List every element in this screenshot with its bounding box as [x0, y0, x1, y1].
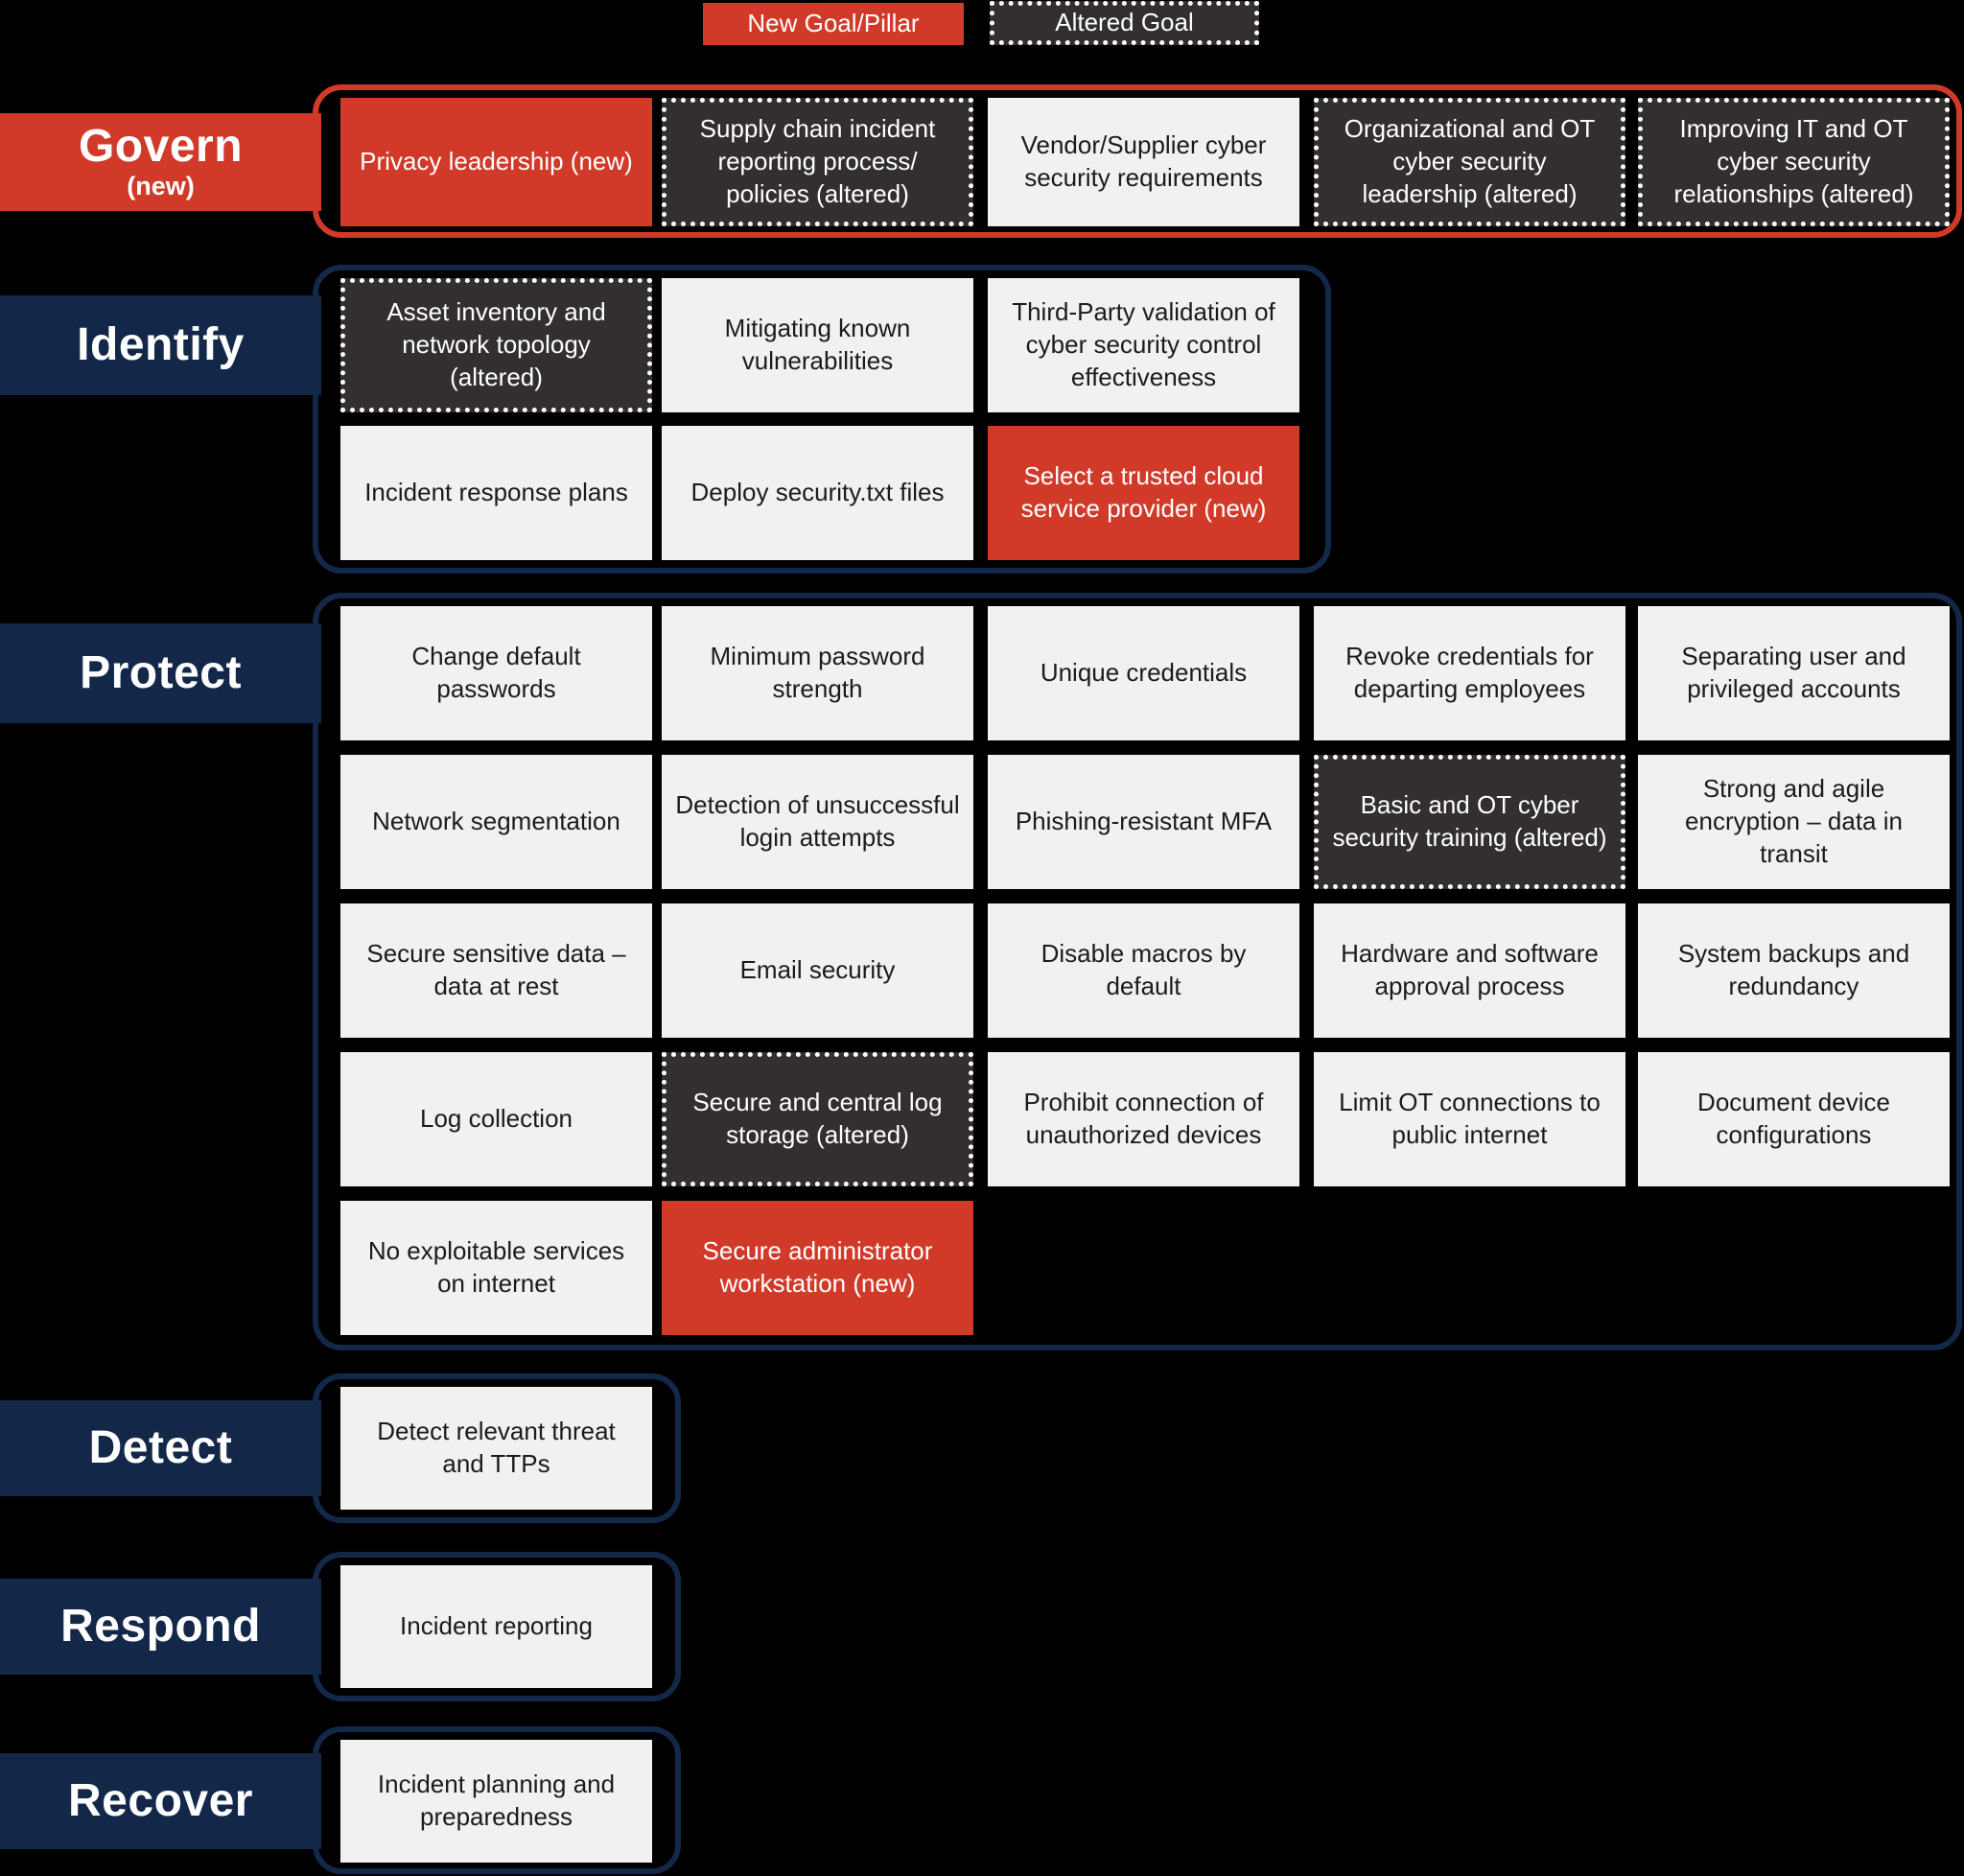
goal-document-device-configs: Document device configurations: [1638, 1052, 1950, 1186]
goal-incident-response-plans: Incident response plans: [340, 426, 652, 560]
section-band-protect: Protect: [0, 623, 321, 723]
protect-group-outline: [313, 593, 1962, 1350]
section-title-protect: Protect: [80, 646, 242, 698]
goal-secure-data-at-rest: Secure sensitive data – data at rest: [340, 903, 652, 1038]
section-title-respond: Respond: [60, 1600, 261, 1652]
goal-limit-ot-connections: Limit OT connections to public internet: [1314, 1052, 1625, 1186]
goal-login-attempt-detection: Detection of unsuccessful login attempts: [662, 755, 973, 889]
goal-org-ot-leadership: Organizational and OT cyber security lea…: [1314, 98, 1625, 226]
section-title-identify: Identify: [77, 318, 245, 370]
goal-system-backups: System backups and redundancy: [1638, 903, 1950, 1038]
section-band-detect: Detect: [0, 1400, 321, 1496]
goal-third-party-validation: Third-Party validation of cyber security…: [988, 278, 1299, 412]
goal-email-security: Email security: [662, 903, 973, 1038]
legend-new-goal: New Goal/Pillar: [703, 3, 964, 45]
identify-group-outline: [313, 265, 1331, 574]
goal-hw-sw-approval: Hardware and software approval process: [1314, 903, 1625, 1038]
goal-prohibit-unauthorized-devices: Prohibit connection of unauthorized devi…: [988, 1052, 1299, 1186]
goal-vendor-supplier-requirements: Vendor/Supplier cyber security requireme…: [988, 98, 1299, 226]
goal-privacy-leadership: Privacy leadership (new): [340, 98, 652, 226]
goal-separating-accounts: Separating user and privileged accounts: [1638, 606, 1950, 740]
section-band-govern: Govern (new): [0, 113, 321, 211]
goal-incident-planning: Incident planning and preparedness: [340, 1740, 652, 1863]
goal-deploy-security-txt: Deploy security.txt files: [662, 426, 973, 560]
goal-unique-credentials: Unique credentials: [988, 606, 1299, 740]
goal-improving-it-ot-relationships: Improving IT and OT cyber security relat…: [1638, 98, 1950, 226]
goal-encryption-in-transit: Strong and agile encryption – data in tr…: [1638, 755, 1950, 889]
goal-phishing-resistant-mfa: Phishing-resistant MFA: [988, 755, 1299, 889]
goal-minimum-password-strength: Minimum password strength: [662, 606, 973, 740]
goal-detect-threats-ttps: Detect relevant threat and TTPs: [340, 1387, 652, 1510]
section-band-respond: Respond: [0, 1579, 321, 1675]
section-subtitle-govern: (new): [127, 172, 195, 200]
legend-altered-goal: Altered Goal: [990, 1, 1259, 45]
section-title-govern: Govern: [78, 120, 244, 172]
goal-asset-inventory-topology: Asset inventory and network topology (al…: [340, 278, 652, 412]
goal-disable-macros: Disable macros by default: [988, 903, 1299, 1038]
goal-network-segmentation: Network segmentation: [340, 755, 652, 889]
goal-central-log-storage: Secure and central log storage (altered): [662, 1052, 973, 1186]
goal-mitigating-known-vulnerabilities: Mitigating known vulnerabilities: [662, 278, 973, 412]
goal-secure-admin-workstation: Secure administrator workstation (new): [662, 1201, 973, 1335]
goal-incident-reporting: Incident reporting: [340, 1565, 652, 1688]
goal-log-collection: Log collection: [340, 1052, 652, 1186]
section-title-detect: Detect: [88, 1421, 233, 1473]
goal-no-exploitable-services: No exploitable services on internet: [340, 1201, 652, 1335]
section-title-recover: Recover: [68, 1774, 253, 1826]
goal-supply-chain-incident-reporting: Supply chain incident reporting process/…: [662, 98, 973, 226]
goal-revoke-credentials: Revoke credentials for departing employe…: [1314, 606, 1625, 740]
section-band-recover: Recover: [0, 1753, 321, 1849]
goal-change-default-passwords: Change default passwords: [340, 606, 652, 740]
goal-trusted-cloud-provider: Select a trusted cloud service provider …: [988, 426, 1299, 560]
goal-basic-ot-training: Basic and OT cyber security training (al…: [1314, 755, 1625, 889]
section-band-identify: Identify: [0, 295, 321, 395]
